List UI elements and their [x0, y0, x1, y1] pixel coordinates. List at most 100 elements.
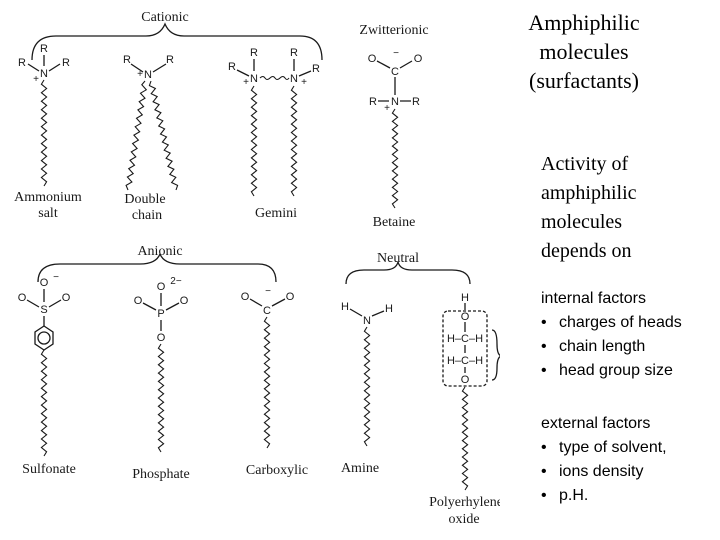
hydrocarbon-tail [40, 349, 48, 457]
atom-label: R [166, 54, 174, 66]
activity-line: molecules [541, 211, 623, 233]
bond [349, 308, 385, 317]
charge-label: + [33, 74, 39, 85]
atom-label: N [144, 69, 152, 81]
bond [236, 59, 312, 77]
repeat-unit-box [442, 310, 488, 387]
atom-label: R [250, 47, 258, 59]
polyethylene-oxide-label: oxide [448, 512, 479, 527]
double-chain-molecule: R R N + Double chain [123, 54, 179, 223]
activity-line: depends on [541, 240, 632, 262]
carboxylic-label: Carboxylic [246, 463, 308, 478]
charge-label: − [53, 272, 59, 283]
phosphate-label: Phosphate [132, 467, 190, 482]
atom-label: C [263, 305, 271, 317]
spacer-chain [259, 75, 290, 81]
list-item: charges of heads [541, 311, 682, 335]
charge-label: + [137, 69, 143, 80]
atom-label: R [228, 61, 236, 73]
atom-label: R [123, 54, 131, 66]
atom-label: H [461, 292, 469, 304]
cationic-brace [31, 22, 323, 61]
atom-label: N [40, 68, 48, 80]
hydrocarbon-tail [263, 316, 271, 449]
atom-label: O [157, 332, 166, 344]
benzene-ring [34, 325, 54, 351]
ammonium-salt-label: salt [38, 206, 58, 221]
atom-label: H–C–H [447, 355, 483, 367]
charge-label: 2− [170, 276, 182, 287]
external-factors: external factors type of solvent, ions d… [541, 412, 667, 508]
list-item: type of solvent, [541, 436, 667, 460]
cationic-label: Cationic [141, 10, 188, 25]
atom-label: O [241, 291, 250, 303]
anionic-brace [37, 252, 277, 283]
atom-label: R [62, 57, 70, 69]
hydrocarbon-tail [461, 386, 469, 491]
surfactant-structures-diagram: Cationic Zwitterionic Anionic Neutral R … [14, 10, 500, 527]
atom-label: O [180, 295, 189, 307]
atom-label: N [391, 96, 399, 108]
atom-label: O [286, 291, 295, 303]
atom-label: O [461, 311, 470, 323]
slide-title-line: molecules [539, 39, 629, 64]
charge-label: + [301, 77, 307, 88]
atom-label: H–C–H [447, 333, 483, 345]
bond [376, 60, 413, 95]
hydrocarbon-tail [148, 80, 179, 191]
bond [142, 293, 180, 331]
internal-factors-list: charges of heads chain length head group… [541, 311, 682, 383]
phosphate-molecule: O 2− O O P O Phosphate [132, 276, 190, 482]
atom-label: P [157, 308, 164, 320]
neutral-label: Neutral [377, 251, 419, 266]
atom-label: O [40, 277, 49, 289]
charge-label: + [243, 77, 249, 88]
anionic-label: Anionic [137, 244, 182, 259]
atom-label: O [134, 295, 143, 307]
slide-title-line: Amphiphilic [528, 10, 640, 35]
zwitterionic-label: Zwitterionic [359, 23, 428, 38]
atom-label: R [369, 96, 377, 108]
gemini-molecule: R R R R N N + + Gemini [228, 47, 320, 221]
gemini-label: Gemini [255, 206, 297, 221]
charge-label: + [384, 103, 390, 114]
internal-factors: internal factors charges of heads chain … [541, 287, 682, 383]
ammonium-salt-label: Ammonium [14, 190, 82, 205]
double-chain-label: chain [132, 208, 162, 223]
charge-label: − [393, 48, 399, 59]
list-item: p.H. [541, 484, 667, 508]
amine-label: Amine [341, 461, 379, 476]
slide-title: Amphiphilic molecules (surfactants) [496, 8, 672, 95]
activity-line: amphiphilic [541, 182, 637, 204]
list-item: chain length [541, 335, 682, 359]
betaine-molecule: O − O C R N R + Betaine [368, 48, 423, 230]
hydrocarbon-tail [157, 343, 165, 453]
atom-label: R [40, 43, 48, 55]
atom-label: N [363, 315, 371, 327]
repeat-bracket [491, 329, 500, 381]
slide-title-line: (surfactants) [529, 68, 639, 93]
bond [27, 55, 61, 72]
atom-label: O [414, 53, 423, 65]
external-factors-heading: external factors [541, 415, 651, 432]
ammonium-salt-molecule: R R R N + Ammonium salt [14, 43, 82, 221]
activity-statement: Activity of amphiphilic molecules depend… [541, 150, 637, 266]
list-item: ions density [541, 460, 667, 484]
atom-label: N [290, 73, 298, 85]
atom-label: O [157, 281, 166, 293]
atom-label: O [461, 374, 470, 386]
sulfonate-label: Sulfonate [22, 462, 76, 477]
hydrocarbon-tail [250, 85, 258, 197]
hydrocarbon-tail [125, 80, 148, 191]
betaine-label: Betaine [373, 215, 416, 230]
atom-label: O [62, 292, 71, 304]
atom-label: R [18, 57, 26, 69]
external-factors-list: type of solvent, ions density p.H. [541, 436, 667, 508]
bond [249, 298, 286, 307]
bond [130, 63, 167, 73]
atom-label: O [18, 292, 27, 304]
neutral-brace [345, 261, 471, 285]
atom-label: S [40, 304, 47, 316]
charge-label: − [265, 286, 271, 297]
bond [26, 289, 62, 326]
